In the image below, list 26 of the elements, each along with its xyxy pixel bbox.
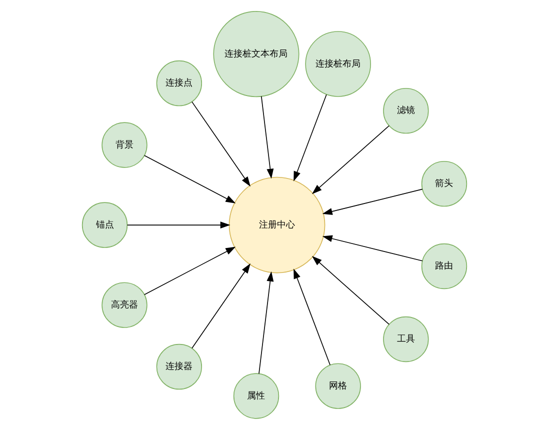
node-circle: 属性 <box>232 373 279 419</box>
node-circle: 背景 <box>101 122 147 168</box>
node-circle: 锚点 <box>81 202 128 248</box>
node-circle: 连接点 <box>156 60 202 106</box>
arrow <box>311 256 389 325</box>
arrow <box>191 101 250 187</box>
node-circle: 工具 <box>382 316 428 362</box>
arrow <box>258 271 274 374</box>
arrow <box>311 125 389 194</box>
node-circle: 连接桩布局 <box>304 31 370 97</box>
arrow <box>293 94 326 182</box>
node-circle: 网格 <box>314 363 360 409</box>
node-circle: 滤镜 <box>382 88 428 134</box>
arrow <box>322 235 422 262</box>
node-circle: 连接桩文本布局 <box>212 11 299 98</box>
node-circle: 高亮器 <box>101 282 147 328</box>
node-circle: 箭头 <box>420 160 467 207</box>
node-circle: 路由 <box>420 243 467 290</box>
arrow <box>144 246 236 296</box>
arrow <box>322 188 422 215</box>
arrow <box>191 263 250 349</box>
arrow <box>260 96 274 179</box>
arrow <box>293 268 330 366</box>
arrow <box>126 222 230 229</box>
node-circle: 连接器 <box>156 344 202 390</box>
arrow <box>144 155 236 204</box>
